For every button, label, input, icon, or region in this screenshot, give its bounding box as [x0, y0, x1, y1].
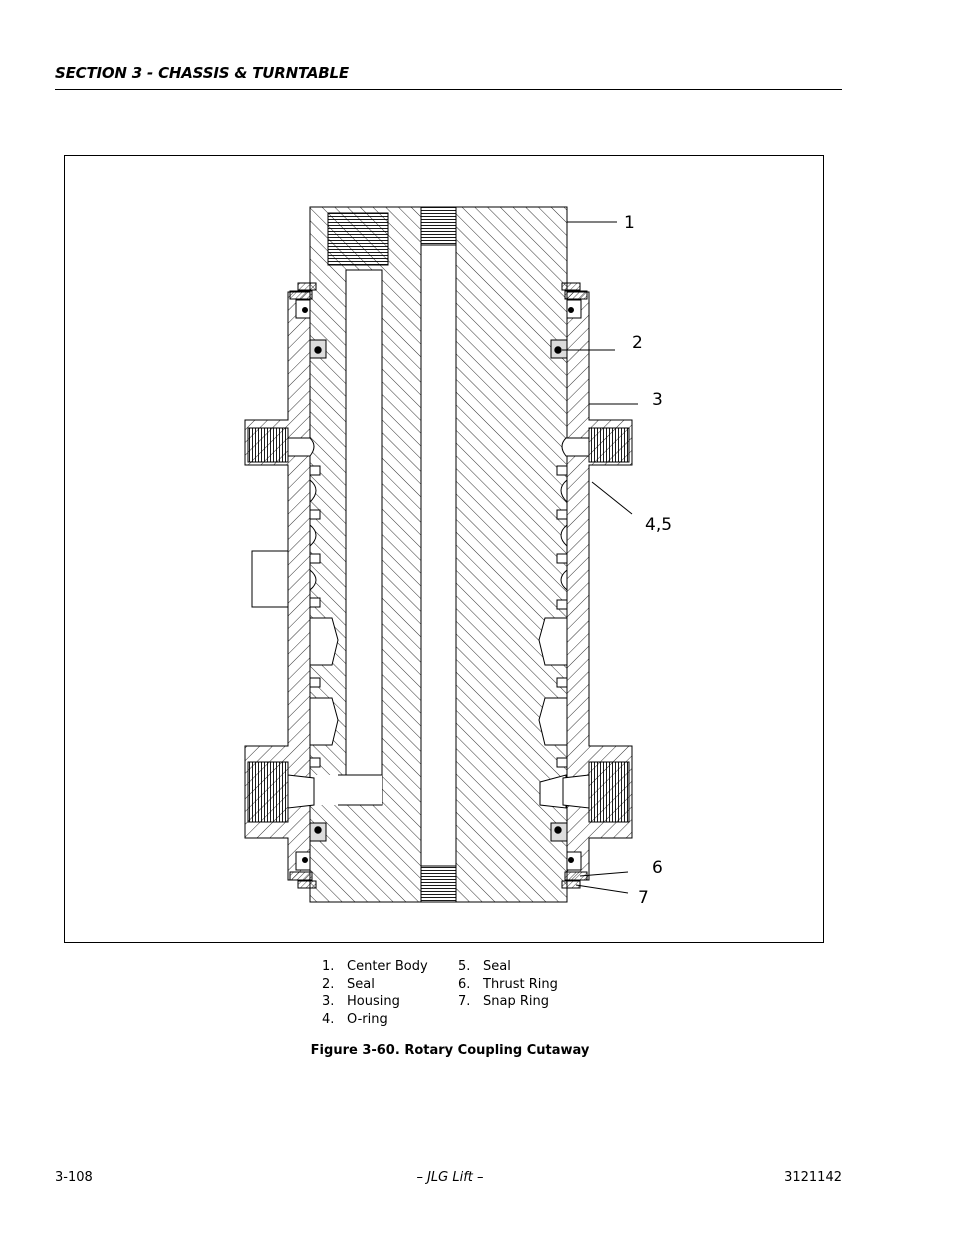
legend-number: 5. — [458, 959, 471, 974]
publisher-name: – JLG Lift – — [416, 1170, 484, 1185]
section-title: SECTION 3 - CHASSIS & TURNTABLE — [55, 64, 349, 82]
page-number: 3-108 — [55, 1170, 93, 1185]
callout-4-5: 4,5 — [645, 515, 672, 535]
legend-number: 6. — [458, 976, 471, 992]
callout-3: 3 — [652, 390, 663, 410]
callout-1: 1 — [624, 213, 635, 233]
thrust-and-snap-rings — [289, 282, 588, 889]
callout-6: 6 — [652, 858, 663, 878]
housing-right — [561, 291, 633, 881]
legend-label: Center Body — [347, 959, 428, 974]
legend-label: Thrust Ring — [483, 976, 558, 992]
legend-label: O-ring — [347, 1011, 388, 1027]
housing-left — [244, 291, 315, 881]
legend-label: Housing — [347, 994, 400, 1009]
legend-item: 5. Seal — [458, 958, 558, 976]
callout-numbers: 1 2 3 4,5 6 7 — [624, 213, 672, 908]
legend-label: Seal — [347, 976, 375, 992]
callout-leaders — [562, 221, 638, 894]
legend-item: 2. Seal — [322, 976, 428, 994]
figure-frame — [64, 155, 824, 943]
header-rule — [55, 89, 842, 90]
legend-item: 1. Center Body — [322, 958, 428, 976]
legend-number: 4. — [322, 1011, 335, 1027]
center-body — [309, 206, 568, 903]
callout-2: 2 — [632, 333, 643, 353]
callout-7: 7 — [638, 888, 649, 908]
legend-label: Snap Ring — [483, 994, 549, 1009]
legend-item: 7. Snap Ring — [458, 993, 558, 1011]
legend-label: Seal — [483, 959, 511, 974]
seals-left — [295, 299, 339, 871]
legend-item: 6. Thrust Ring — [458, 976, 558, 994]
legend-number: 7. — [458, 994, 471, 1009]
figure-caption: Figure 3-60. Rotary Coupling Cutaway — [310, 1043, 590, 1058]
seals-right — [538, 299, 582, 871]
legend-number: 1. — [322, 959, 335, 974]
legend-item: 3. Housing — [322, 993, 428, 1011]
legend-item: 4. O-ring — [322, 1011, 428, 1029]
legend-number: 2. — [322, 976, 335, 992]
legend-right-column: 5. Seal 6. Thrust Ring 7. Snap Ring — [458, 958, 558, 1011]
legend-number: 3. — [322, 994, 335, 1009]
document-number: 3121142 — [784, 1170, 842, 1185]
legend-left-column: 1. Center Body 2. Seal 3. Housing 4. O-ring — [322, 958, 428, 1028]
